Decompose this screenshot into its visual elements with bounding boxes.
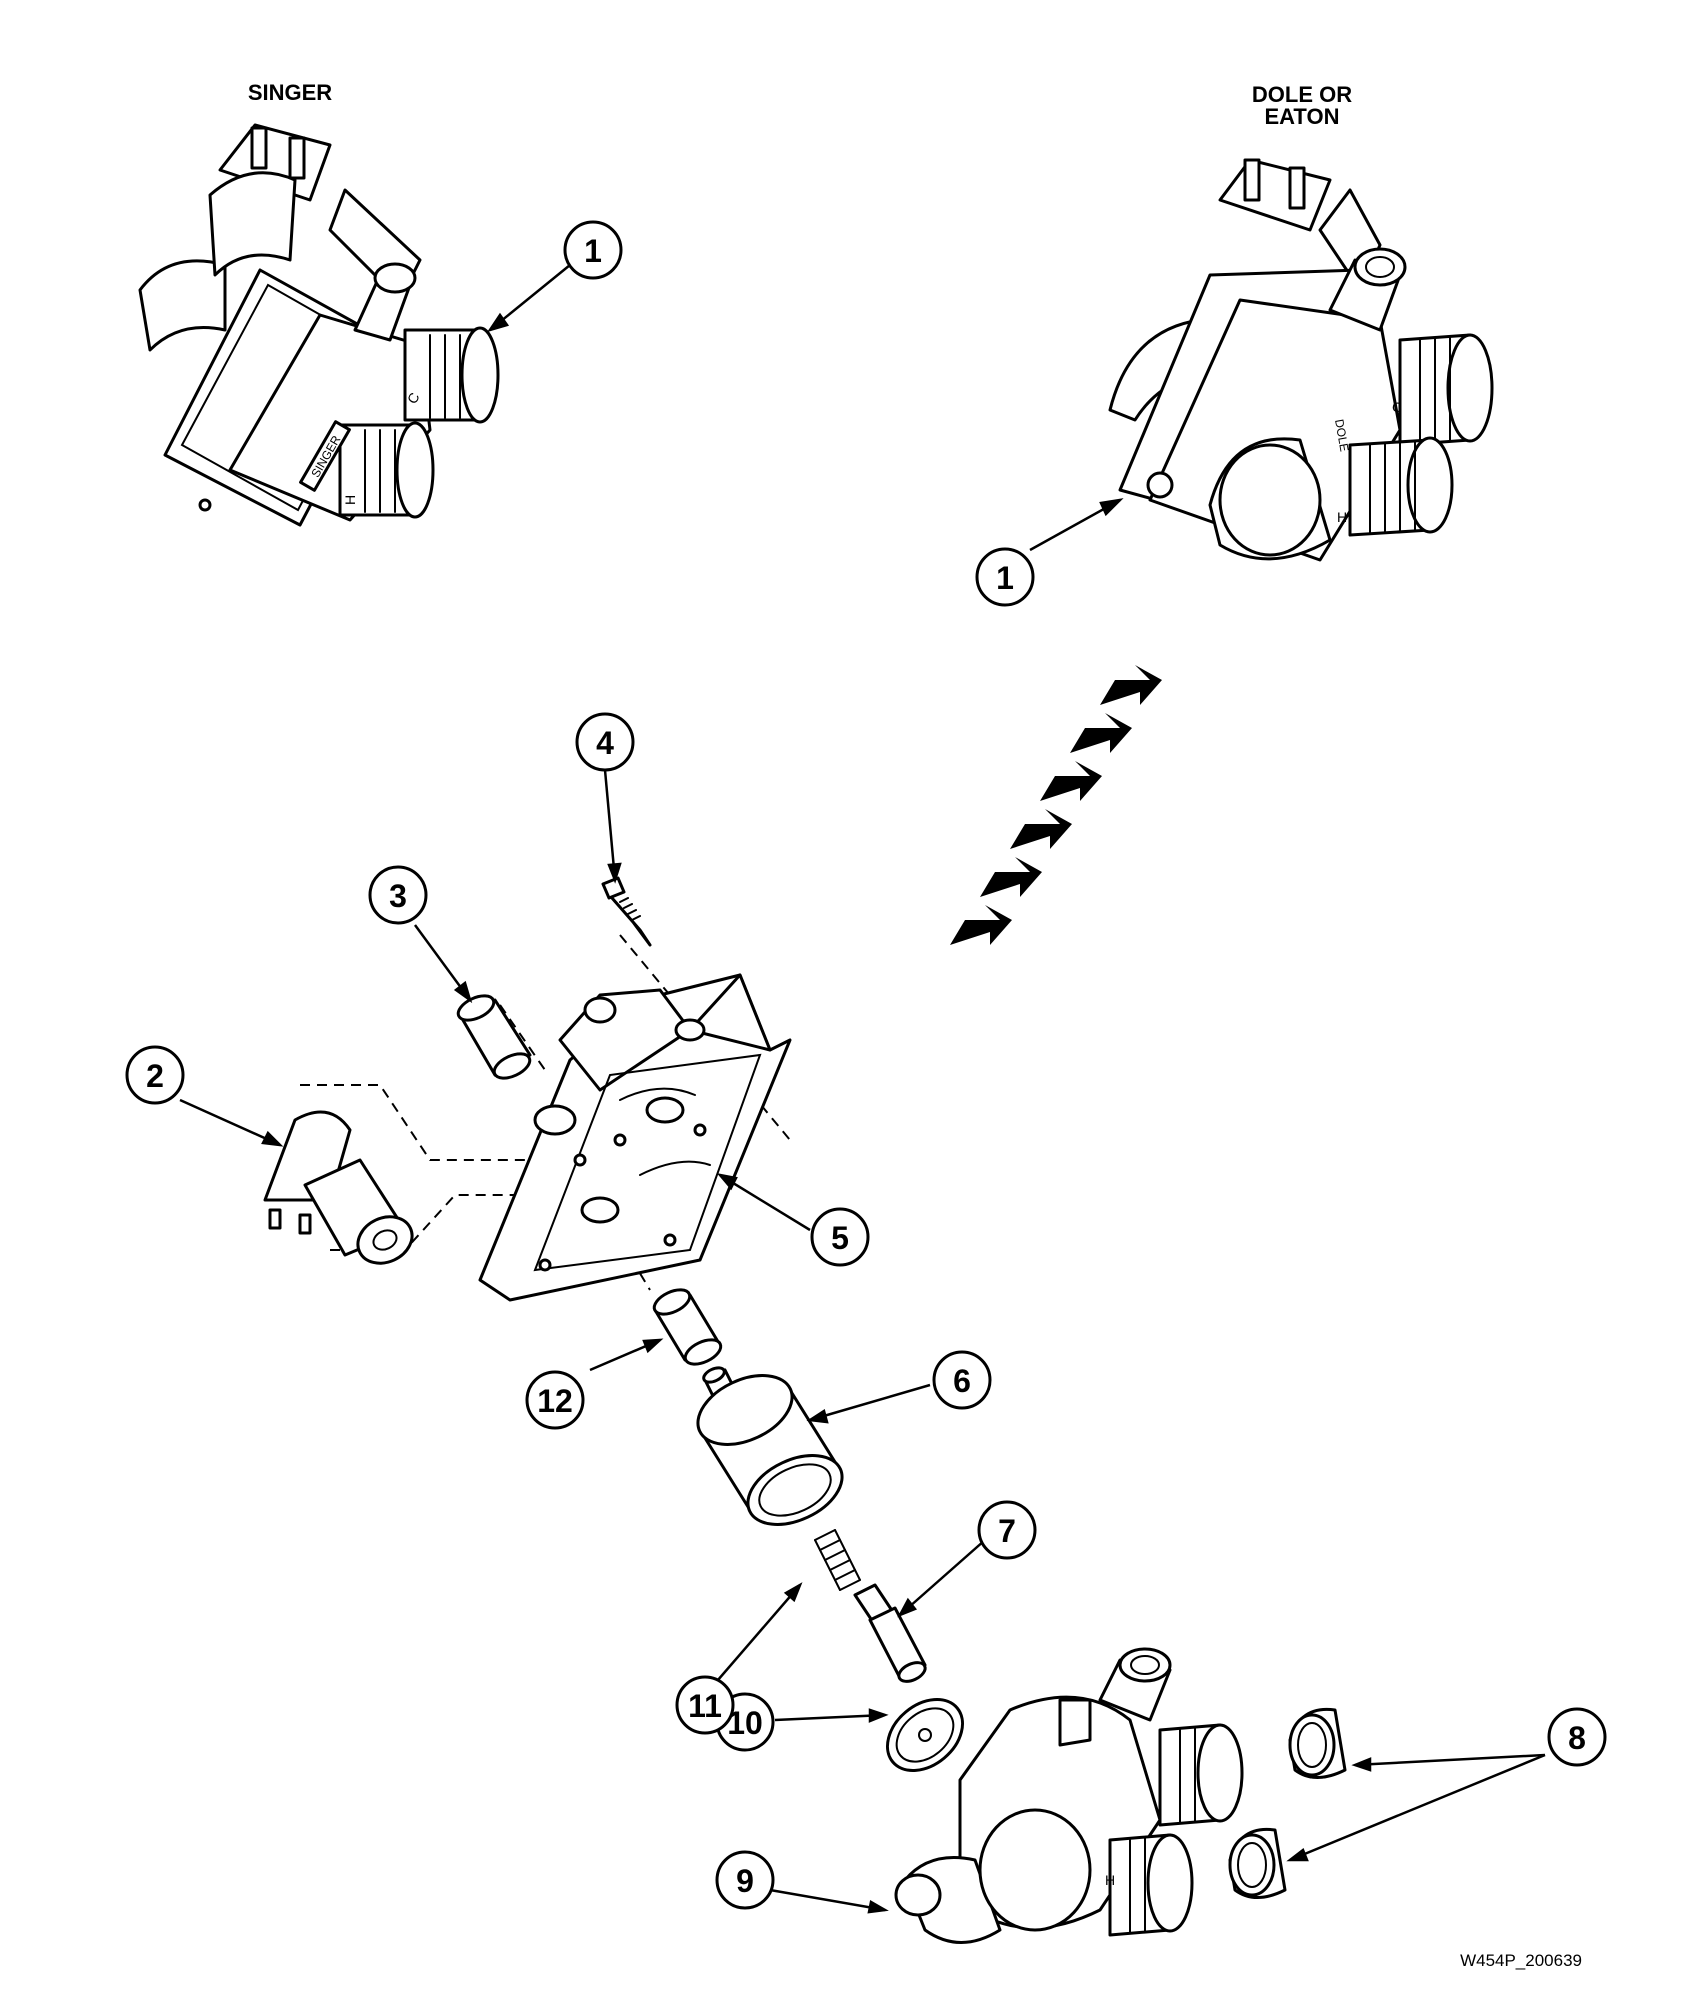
- part-3-bushing: [456, 994, 532, 1080]
- part-11-spring: [814, 1529, 861, 1591]
- part-6-cap: [696, 1366, 844, 1526]
- callout-4-label: 4: [596, 725, 614, 761]
- callout-3: 3: [368, 865, 428, 925]
- callout-7-label: 7: [998, 1513, 1016, 1549]
- callout-leaders: [179, 264, 1546, 1914]
- singer-valve-assembly: SINGER C H: [138, 123, 500, 527]
- callout-12-label: 12: [537, 1383, 573, 1419]
- explode-arrow-icon: [950, 665, 1162, 945]
- callout-12: 12: [525, 1370, 585, 1430]
- callout-2-label: 2: [146, 1058, 164, 1094]
- callout-1a-label: 1: [584, 233, 602, 269]
- part-7-plunger: [853, 1583, 927, 1683]
- callout-5: 5: [810, 1207, 870, 1267]
- callout-11-label: 11: [688, 1688, 722, 1724]
- dole-caption-line2: EATON: [1264, 104, 1340, 129]
- dole-hot-mark: H: [1337, 509, 1347, 525]
- callout-1a: 1: [563, 220, 623, 280]
- part-10-diaphragm: [885, 1698, 965, 1772]
- callout-4: 4: [575, 712, 635, 772]
- part-2-coil: [263, 1110, 414, 1265]
- callout-8: 8: [1547, 1707, 1607, 1767]
- dole-eaton-caption: DOLE OR EATON: [1222, 84, 1382, 128]
- callout-3-label: 3: [389, 878, 407, 914]
- dole-cold-mark: C: [1392, 399, 1402, 415]
- dole-brand-mark: DOLE: [1332, 418, 1351, 453]
- callout-7: 7: [977, 1500, 1037, 1560]
- singer-caption-text: SINGER: [247, 80, 333, 105]
- callout-2: 2: [125, 1045, 185, 1105]
- dole-caption-line1: DOLE OR: [1251, 82, 1353, 107]
- part-9-valve-body: H: [894, 1647, 1244, 1944]
- callout-eleven: 11: [675, 1675, 735, 1735]
- singer-caption: SINGER: [220, 82, 360, 104]
- callout-6: 6: [932, 1350, 992, 1410]
- part-12-bushing: [652, 1288, 723, 1366]
- part-4-screw: [601, 876, 652, 947]
- dole-valve-assembly: DOLE C H: [1108, 158, 1494, 562]
- callout-9-label: 9: [736, 1863, 754, 1899]
- part-8-screens: [1228, 1707, 1347, 1899]
- callout-8-label: 8: [1568, 1720, 1586, 1756]
- singer-hot-mark: H: [342, 495, 358, 505]
- callout-6-label: 6: [953, 1363, 971, 1399]
- callout-1b: 1: [975, 547, 1035, 607]
- drawing-id: W454P_200639: [1460, 1951, 1582, 1970]
- part-5-plate: [478, 973, 792, 1302]
- valve-body-hot-mark: H: [1105, 1872, 1115, 1888]
- callout-9: 9: [715, 1850, 775, 1910]
- callout-1b-label: 1: [996, 560, 1014, 596]
- callout-5-label: 5: [831, 1220, 849, 1256]
